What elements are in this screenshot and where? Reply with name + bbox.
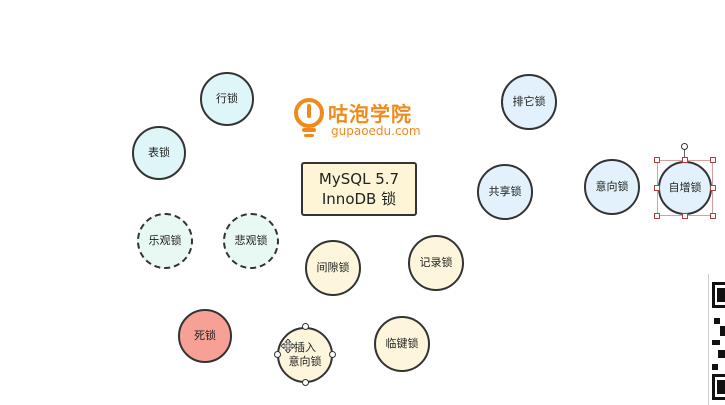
rotate-handle[interactable] [681,143,688,150]
insert-intention-lock-node[interactable]: 插入 意向锁 [277,327,333,383]
next-key-lock-label: 临键锁 [385,337,419,350]
mysql-innodb-lock-center-node[interactable]: MySQL 5.7 InnoDB 锁 [301,162,417,216]
shared-lock-label: 共享锁 [488,185,522,198]
next-key-lock-node[interactable]: 临键锁 [374,316,430,372]
logo-chinese-text: 咕泡学院 [328,102,412,126]
move-cursor-icon [281,339,295,353]
connection-handle-left[interactable] [274,351,281,358]
center-title-line1: MySQL 5.7 [318,170,400,188]
rotate-handle-stem [684,150,685,160]
intention-lock-label: 意向锁 [595,180,629,193]
deadlock-label: 死锁 [194,329,216,342]
selection-box [657,160,713,216]
resize-handle-top[interactable] [682,157,688,163]
optimistic-lock-label: 乐观锁 [148,234,182,247]
resize-handle-bottom[interactable] [682,213,688,219]
resize-handle-bottom-right[interactable] [710,213,716,219]
insert-intention-label-line1: 插入 [294,341,316,354]
logo-url-text: gupaoedu.com [331,124,421,138]
qr-code-partial [708,274,725,405]
exclusive-lock-label: 排它锁 [512,95,546,108]
optimistic-lock-node[interactable]: 乐观锁 [137,213,193,269]
gap-lock-label: 间隙锁 [316,261,350,274]
row-lock-label: 行锁 [216,92,238,105]
connection-handle-right[interactable] [329,351,336,358]
shared-lock-node[interactable]: 共享锁 [477,164,533,220]
resize-handle-left[interactable] [654,185,660,191]
resize-handle-right[interactable] [710,185,716,191]
resize-handle-top-left[interactable] [654,157,660,163]
lightbulb-logo-icon [294,98,324,137]
row-lock-node[interactable]: 行锁 [200,72,254,126]
resize-handle-top-right[interactable] [710,157,716,163]
exclusive-lock-node[interactable]: 排它锁 [501,74,557,130]
center-title-line2: InnoDB 锁 [321,190,397,208]
gap-lock-node[interactable]: 间隙锁 [305,240,361,296]
deadlock-node[interactable]: 死锁 [178,309,232,363]
intention-lock-node[interactable]: 意向锁 [584,159,640,215]
record-lock-node[interactable]: 记录锁 [408,235,464,291]
resize-handle-bottom-left[interactable] [654,213,660,219]
table-lock-label: 表锁 [148,146,170,159]
pessimistic-lock-node[interactable]: 悲观锁 [223,213,279,269]
connection-handle-bottom[interactable] [302,379,309,386]
insert-intention-label-line2: 意向锁 [288,355,322,368]
pessimistic-lock-label: 悲观锁 [234,234,268,247]
table-lock-node[interactable]: 表锁 [132,126,186,180]
connection-handle-top[interactable] [302,323,309,330]
auto-inc-lock-label: 自增锁 [668,181,702,194]
gupao-logo: 咕泡学院 gupaoedu.com [292,96,452,144]
record-lock-label: 记录锁 [419,256,453,269]
